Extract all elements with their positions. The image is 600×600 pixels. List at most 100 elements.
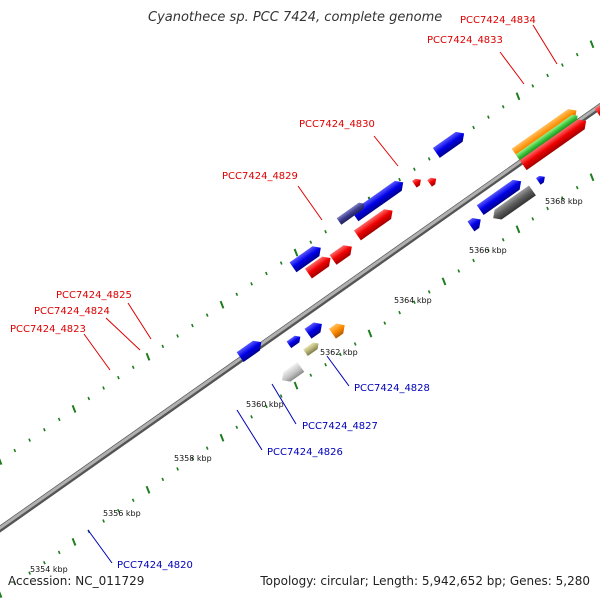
gene-label-PCC7424_4834[interactable]: PCC7424_4834 [460, 15, 536, 26]
tick-mark [131, 365, 135, 370]
tick-mark [265, 404, 268, 409]
tick-mark [176, 334, 179, 338]
gene-arrow-blue-lower-edge[interactable] [286, 333, 303, 349]
tick-mark [28, 571, 31, 575]
top-gene-labels: PCC7424_4834 PCC7424_4833 PCC7424_4830 P… [10, 15, 536, 335]
tick-mark [13, 581, 17, 586]
tick-mark [427, 290, 431, 294]
tick-mark [309, 240, 313, 244]
gene-arrow-red-d[interactable] [329, 242, 356, 265]
tick-mark [28, 438, 31, 442]
gene-label-PCC7424_4827[interactable]: PCC7424_4827 [302, 421, 378, 432]
tick-mark [43, 427, 46, 432]
gene-arrow-PCC7424_4820[interactable] [328, 320, 348, 339]
gene-arrow-red-large[interactable] [519, 116, 590, 171]
tick-mark [501, 104, 505, 109]
tick-mark [575, 185, 579, 190]
tick-mark [515, 92, 521, 101]
tick-mark [515, 225, 521, 234]
tick-mark [235, 292, 239, 297]
tick-mark [191, 323, 194, 328]
gene-arrow-slate[interactable] [336, 200, 367, 225]
tick-mark [161, 344, 165, 349]
gene-arrow-PCC7424_4825[interactable] [427, 175, 438, 187]
tick-mark [427, 157, 431, 161]
tick-mark [250, 415, 253, 419]
tick-mark [472, 258, 475, 263]
tick-mark [0, 458, 3, 465]
tick-mark [71, 537, 77, 546]
gene-label-PCC7424_4826[interactable]: PCC7424_4826 [267, 447, 343, 458]
tick-mark [531, 217, 535, 221]
gene-arrow-olive[interactable] [303, 340, 321, 356]
gene-label-PCC7424_4828[interactable]: PCC7424_4828 [354, 383, 430, 394]
tick-mark [87, 396, 91, 401]
accession-text: Accession: NC_011729 [8, 574, 145, 588]
tick-mark [487, 248, 490, 252]
tick-mark [413, 300, 416, 305]
gene-label-PCC7424_4823[interactable]: PCC7424_4823 [10, 324, 86, 335]
tick-mark [235, 425, 239, 430]
tick-label-5366: 5366 kbp [469, 246, 507, 255]
tick-marks-inner [0, 173, 595, 598]
gene-label-PCC7424_4830[interactable]: PCC7424_4830 [299, 119, 375, 130]
tick-mark [472, 125, 475, 130]
tick-mark [398, 310, 401, 315]
gene-arrow-PCC7424_4829-alt[interactable] [515, 113, 580, 162]
tick-label-5354: 5354 kbp [30, 565, 68, 574]
tick-label-5362: 5362 kbp [320, 348, 358, 357]
tick-mark [353, 342, 357, 346]
tick-mark [293, 248, 299, 257]
gene-arrow-blue-lower-left[interactable] [304, 319, 326, 339]
tick-mark [441, 277, 447, 286]
gene-arrow-red-c[interactable] [353, 206, 396, 241]
tick-mark [71, 404, 77, 413]
gene-arrow-blue-mid[interactable] [432, 128, 468, 158]
gene-arrow-gray-lower-edge[interactable] [279, 362, 305, 385]
gene-arrow-PCC7424_4823[interactable] [351, 177, 407, 222]
bottom-gene-labels: PCC7424_4828 PCC7424_4827 PCC7424_4826 P… [117, 383, 430, 571]
tick-mark [487, 115, 490, 119]
bottom-label-leaders [87, 355, 350, 564]
reverse-strand-genes [279, 174, 547, 385]
gene-label-PCC7424_4833[interactable]: PCC7424_4833 [427, 35, 503, 46]
tick-mark [265, 271, 268, 276]
kbp-tick-labels: 5354 kbp 5356 kbp 5358 kbp 5360 kbp 5362… [30, 197, 583, 574]
gene-label-PCC7424_4825[interactable]: PCC7424_4825 [56, 290, 132, 301]
tick-mark [219, 433, 225, 442]
tick-mark [457, 269, 461, 273]
tick-mark [13, 448, 17, 453]
tick-mark [575, 52, 579, 57]
tick-mark [589, 40, 595, 49]
gene-arrow-PCC7424_4828[interactable] [535, 174, 547, 185]
gene-arrow-red-left[interactable] [304, 253, 334, 279]
tick-label-5356: 5356 kbp [103, 509, 141, 518]
tick-mark [250, 282, 253, 286]
tick-mark [561, 196, 564, 200]
gene-label-PCC7424_4824[interactable]: PCC7424_4824 [34, 306, 110, 317]
tick-mark [102, 386, 105, 390]
tick-mark [398, 177, 401, 182]
gene-arrow-blue-left[interactable] [289, 243, 325, 273]
tick-mark [0, 591, 3, 598]
gene-label-PCC7424_4820[interactable]: PCC7424_4820 [117, 560, 193, 571]
tick-mark [219, 300, 225, 309]
tick-mark [589, 173, 595, 182]
tick-mark [546, 206, 549, 211]
gene-arrow-blue-edge[interactable] [236, 337, 265, 363]
tick-mark [191, 456, 194, 461]
tick-mark [339, 352, 342, 357]
gene-arrow-PCC7424_4824[interactable] [412, 176, 423, 188]
tick-mark [383, 321, 387, 325]
tick-mark [561, 63, 564, 67]
tick-mark [531, 84, 535, 88]
tick-mark [293, 381, 299, 390]
tick-mark [145, 352, 151, 361]
gene-arrow-PCC7424_4827[interactable] [476, 176, 525, 215]
tick-mark [57, 550, 61, 555]
tick-mark [309, 373, 313, 377]
gene-label-PCC7424_4829[interactable]: PCC7424_4829 [222, 171, 298, 182]
gene-arrow-blue-small-mid[interactable] [467, 215, 484, 232]
gene-arrow-PCC7424_4826[interactable] [490, 185, 536, 223]
